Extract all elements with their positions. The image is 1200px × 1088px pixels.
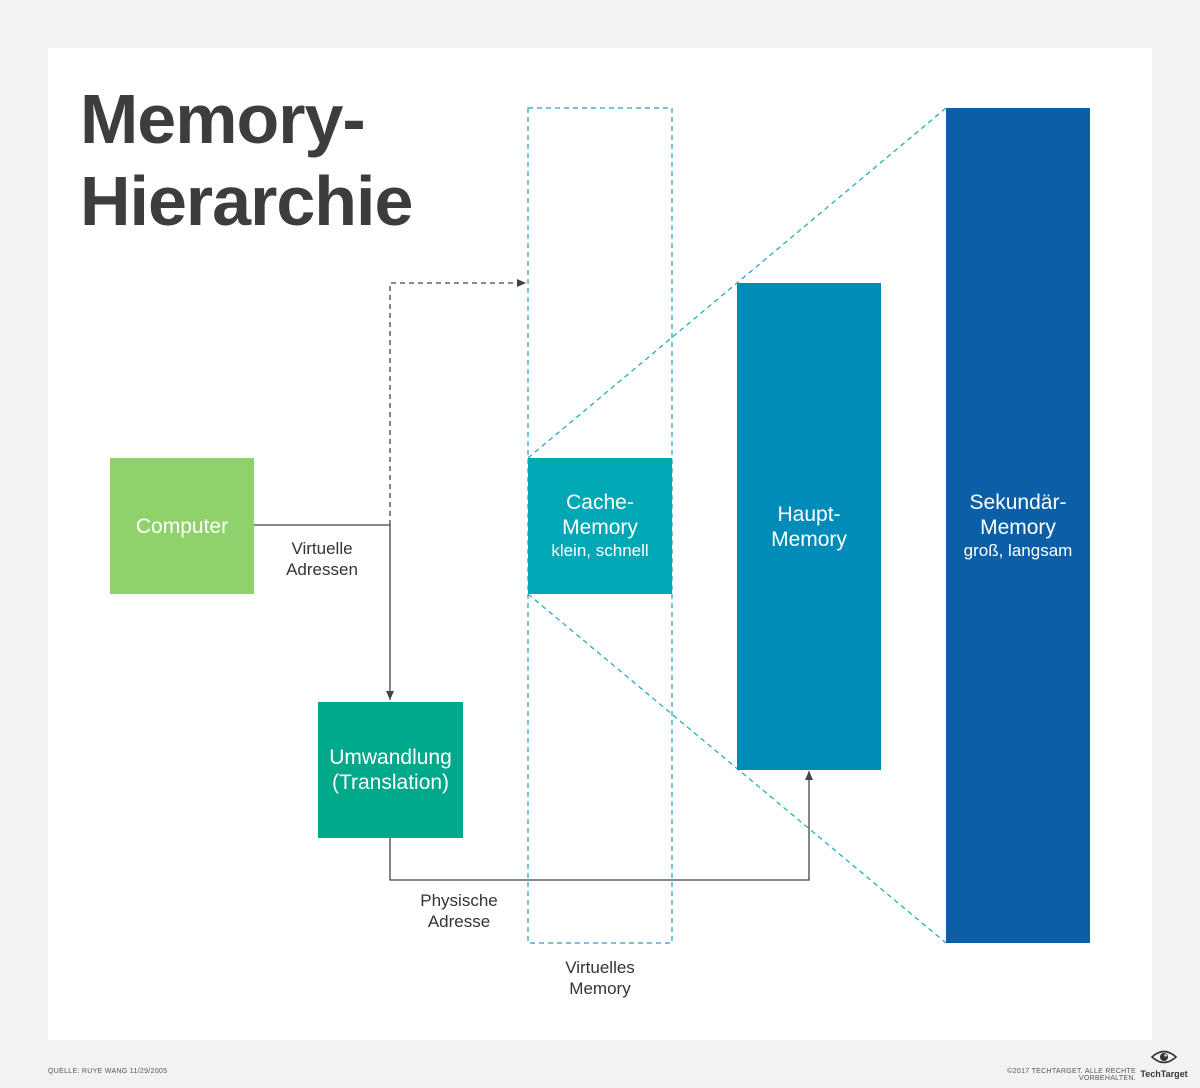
copyright-notice: ©2017 TECHTARGET. ALLE RECHTE VORBEHALTE…: [1007, 1068, 1136, 1082]
cache-label-line-1: Cache-: [566, 491, 634, 514]
physical-address-label: Physische Adresse: [399, 890, 519, 932]
translation-label-line-2: (Translation): [331, 771, 450, 794]
computer-label: Computer: [135, 514, 229, 538]
translation-label-line-1: Umwandlung: [329, 746, 452, 769]
virtual-addresses-label: Virtuelle Adressen: [262, 538, 382, 580]
cache-sublabel: klein, schnell: [551, 541, 649, 560]
virtual-memory-label: Virtuelles Memory: [540, 957, 660, 999]
main-memory-label-line-1: Haupt-: [777, 502, 841, 526]
virtual-addresses-line-1: Virtuelle: [291, 539, 353, 558]
virtual-memory-line-2: Memory: [569, 979, 631, 998]
main-memory-node: Haupt- Memory: [737, 283, 881, 770]
title-line-2: Hierarchie: [80, 162, 413, 240]
secondary-memory-label-line-1: Sekundär-: [969, 490, 1067, 514]
cache-memory-node: Cache- Memory klein, schnell: [528, 458, 672, 594]
physical-address-line-1: Physische: [420, 891, 498, 910]
virtual-addresses-line-2: Adressen: [286, 560, 358, 579]
page-title: Memory- Hierarchie: [80, 78, 413, 242]
translation-node: Umwandlung (Translation): [318, 702, 463, 838]
eye-logo-icon: [1150, 1050, 1178, 1064]
source-credit: QUELLE: RUYE WANG 11/29/2005: [48, 1068, 168, 1075]
brand-name: TechTarget: [1140, 1069, 1188, 1079]
computer-node: Computer: [110, 458, 254, 594]
secondary-memory-node: Sekundär- Memory groß, langsam: [946, 108, 1090, 943]
virtual-memory-line-1: Virtuelles: [565, 958, 635, 977]
cache-label-line-2: Memory: [562, 516, 638, 539]
edge-to-cache-dashed: [389, 279, 526, 525]
techtarget-logo: TechTarget: [1140, 1048, 1188, 1079]
secondary-memory-label-line-2: Memory: [980, 515, 1056, 539]
physical-address-line-2: Adresse: [427, 912, 491, 931]
secondary-memory-sublabel: groß, langsam: [963, 540, 1073, 560]
edge-to-main-memory: [389, 771, 813, 881]
title-line-1: Memory-: [80, 80, 366, 158]
main-memory-label-line-2: Memory: [771, 527, 847, 551]
